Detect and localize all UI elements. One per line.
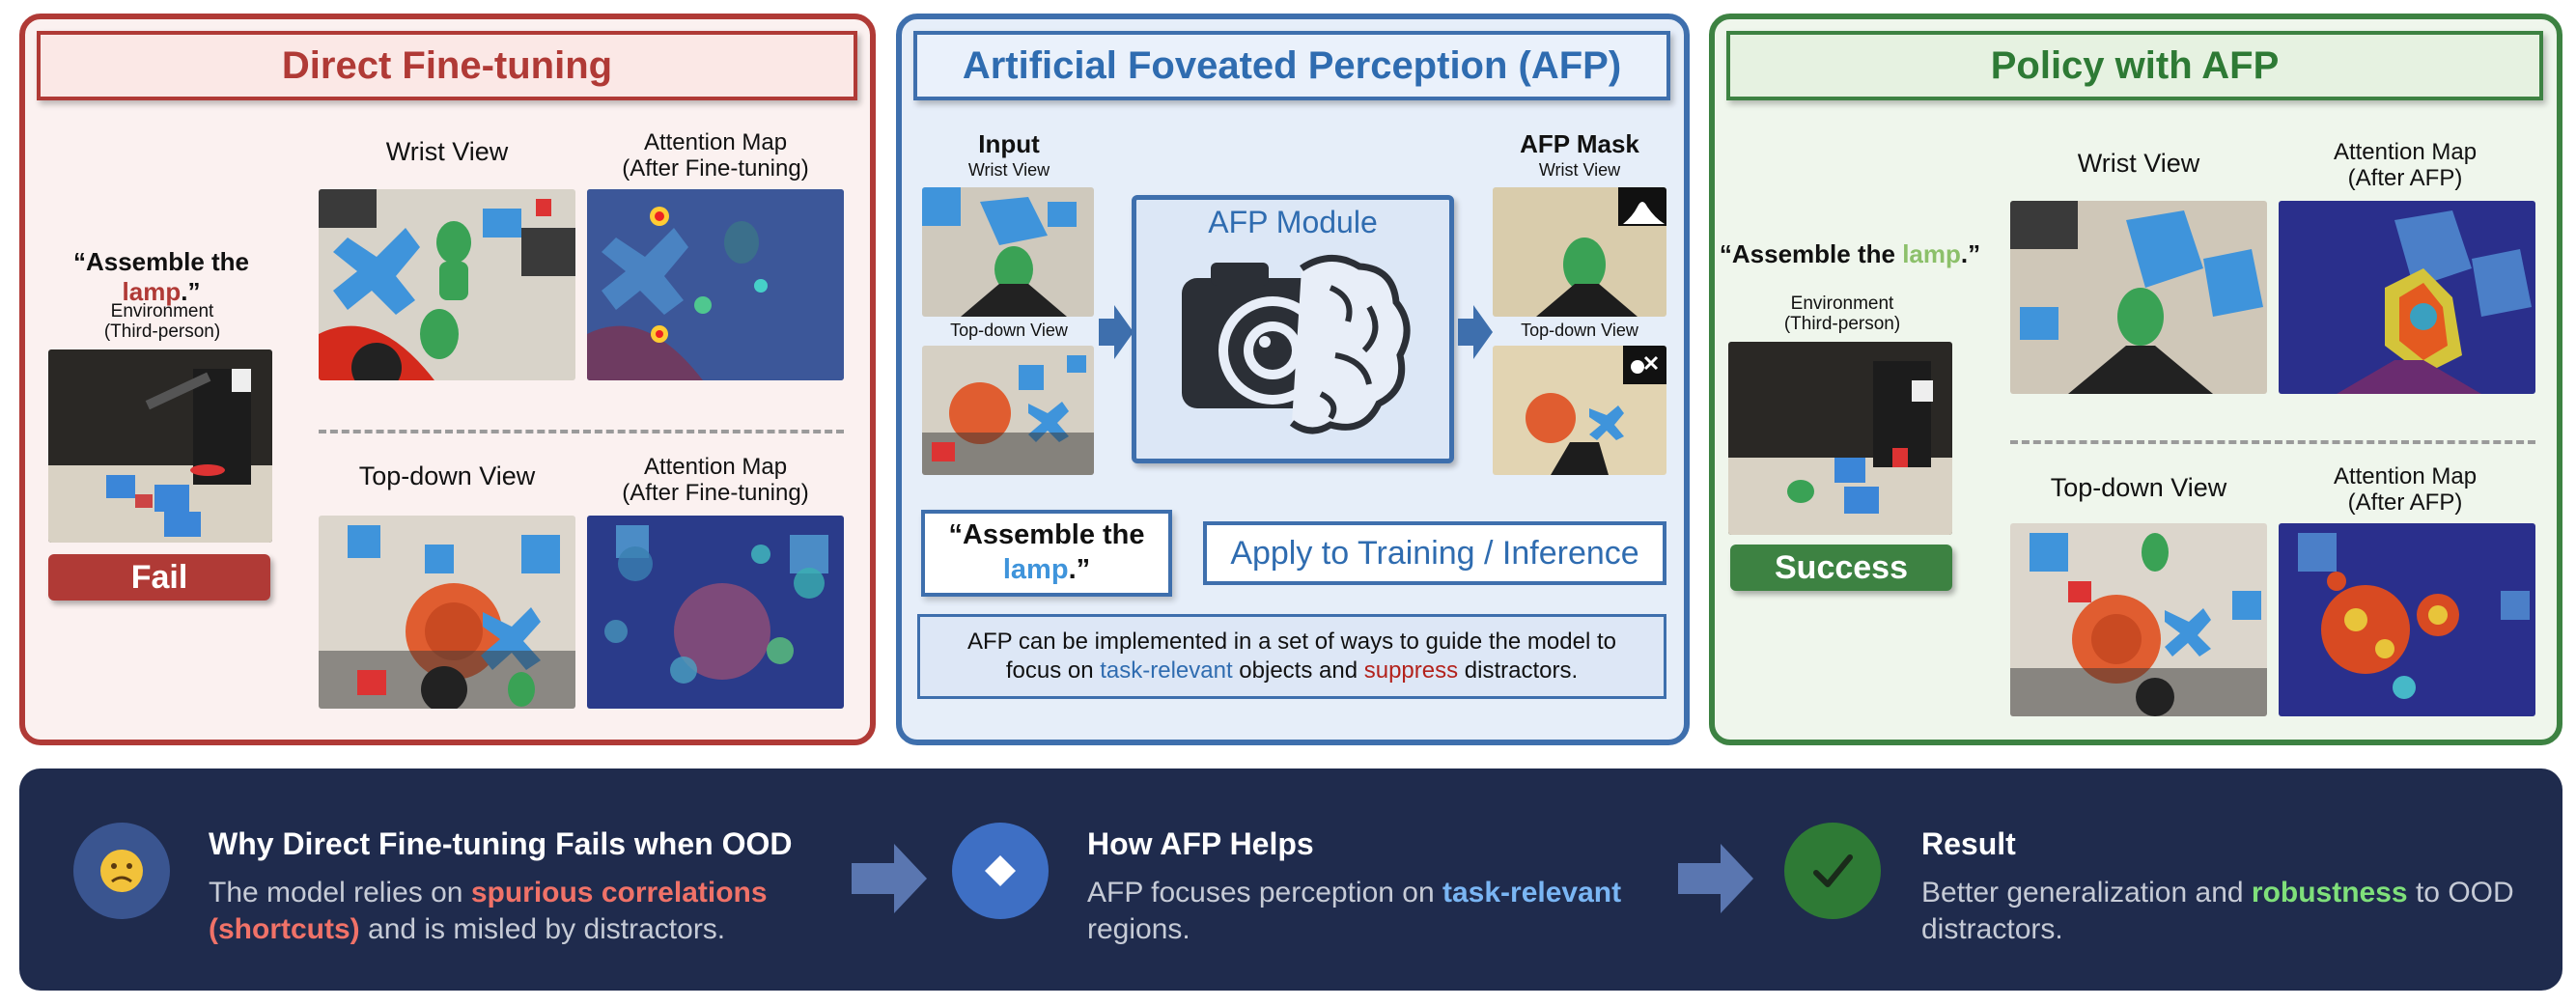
- policy-afp-title: Policy with AFP: [1726, 31, 2543, 100]
- why-heading: Why Direct Fine-tuning Fails when OOD: [209, 826, 793, 861]
- summary-arrow-1: [852, 844, 927, 913]
- afp-input-topdown-image: [922, 346, 1094, 475]
- direct-environment-image: [48, 349, 272, 543]
- policy-instruction-object: lamp: [1902, 239, 1961, 268]
- afp-mask-wrist-label: Wrist View: [1538, 160, 1621, 180]
- direct-wrist-view-label: Wrist View: [385, 137, 509, 166]
- afp-instruction-object: lamp: [1002, 554, 1069, 585]
- policy-env-label: Environment(Third-person): [1783, 293, 1901, 334]
- afp-arrow-out: [1458, 305, 1493, 359]
- afp-input-wrist-label: Wrist View: [967, 160, 1050, 180]
- direct-attention-map-wrist: [587, 189, 844, 380]
- diamond-icon: [952, 823, 1049, 919]
- afp-mask-topdown-image: [1493, 346, 1666, 475]
- policy-topdown-image: [2010, 523, 2267, 716]
- policy-topdown-view-label: Top-down View: [2050, 473, 2227, 502]
- afp-input-wrist-image: [922, 187, 1094, 317]
- result-heading: Result: [1921, 826, 2016, 861]
- afp-module-label: AFP Module: [1208, 205, 1378, 239]
- afp-input-topdown-label: Top-down View: [950, 321, 1068, 340]
- afp-quote-box: [921, 510, 1172, 597]
- direct-attention-label-2: Attention Map(After Fine-tuning): [622, 454, 809, 506]
- policy-attention-label-1: Attention Map(After AFP): [2333, 139, 2478, 191]
- afp-arrow-in: [1099, 305, 1134, 359]
- direct-topdown-view-label: Top-down View: [358, 461, 536, 490]
- direct-wrist-image: [319, 189, 575, 380]
- afp-note: AFP can be implemented in a set of ways …: [917, 614, 1666, 699]
- afp-mask-wrist-image: [1493, 187, 1666, 317]
- afp-mask-label: AFP Mask: [1520, 129, 1639, 158]
- why-text: The model relies on spurious correlation…: [209, 877, 768, 945]
- camera-brain-icon: [1182, 255, 1411, 434]
- apply-training-inference-label: Apply to Training / Inference: [1203, 521, 1666, 585]
- direct-env-label: Environment(Third-person): [103, 301, 221, 342]
- checkmark-icon: [1784, 823, 1881, 919]
- policy-wrist-image: [2010, 201, 2267, 394]
- policy-environment-image: [1728, 342, 1952, 535]
- sad-face-icon: [73, 823, 170, 919]
- result-text: Better generalization and robustness to …: [1921, 877, 2514, 945]
- policy-instruction: “Assemble the lamp.”: [1719, 239, 1981, 268]
- afp-title: Artificial Foveated Perception (AFP): [913, 31, 1670, 100]
- direct-attention-label-1: Attention Map(After Fine-tuning): [622, 129, 809, 182]
- direct-attention-map-topdown: [587, 516, 844, 709]
- policy-attention-label-2: Attention Map(After AFP): [2333, 463, 2478, 516]
- policy-wrist-view-label: Wrist View: [2077, 149, 2200, 178]
- fail-badge: Fail: [48, 554, 270, 601]
- summary-bar: [19, 768, 2562, 991]
- policy-attention-map-topdown: [2279, 523, 2535, 716]
- how-text: AFP focuses perception on task-relevant …: [1087, 877, 1622, 945]
- policy-attention-map-wrist: [2279, 201, 2535, 394]
- success-badge: Success: [1730, 545, 1952, 591]
- how-heading: How AFP Helps: [1087, 826, 1314, 861]
- direct-divider: [319, 430, 844, 433]
- direct-instruction: “Assemble the lamp.”: [72, 247, 250, 306]
- afp-mask-topdown-label: Top-down View: [1521, 321, 1638, 340]
- direct-topdown-image: [319, 516, 575, 709]
- direct-instruction-object: lamp: [122, 277, 182, 306]
- summary-arrow-2: [1678, 844, 1753, 913]
- direct-finetuning-title: Direct Fine-tuning: [37, 31, 857, 100]
- afp-input-label: Input: [978, 129, 1040, 158]
- policy-divider: [2010, 440, 2535, 444]
